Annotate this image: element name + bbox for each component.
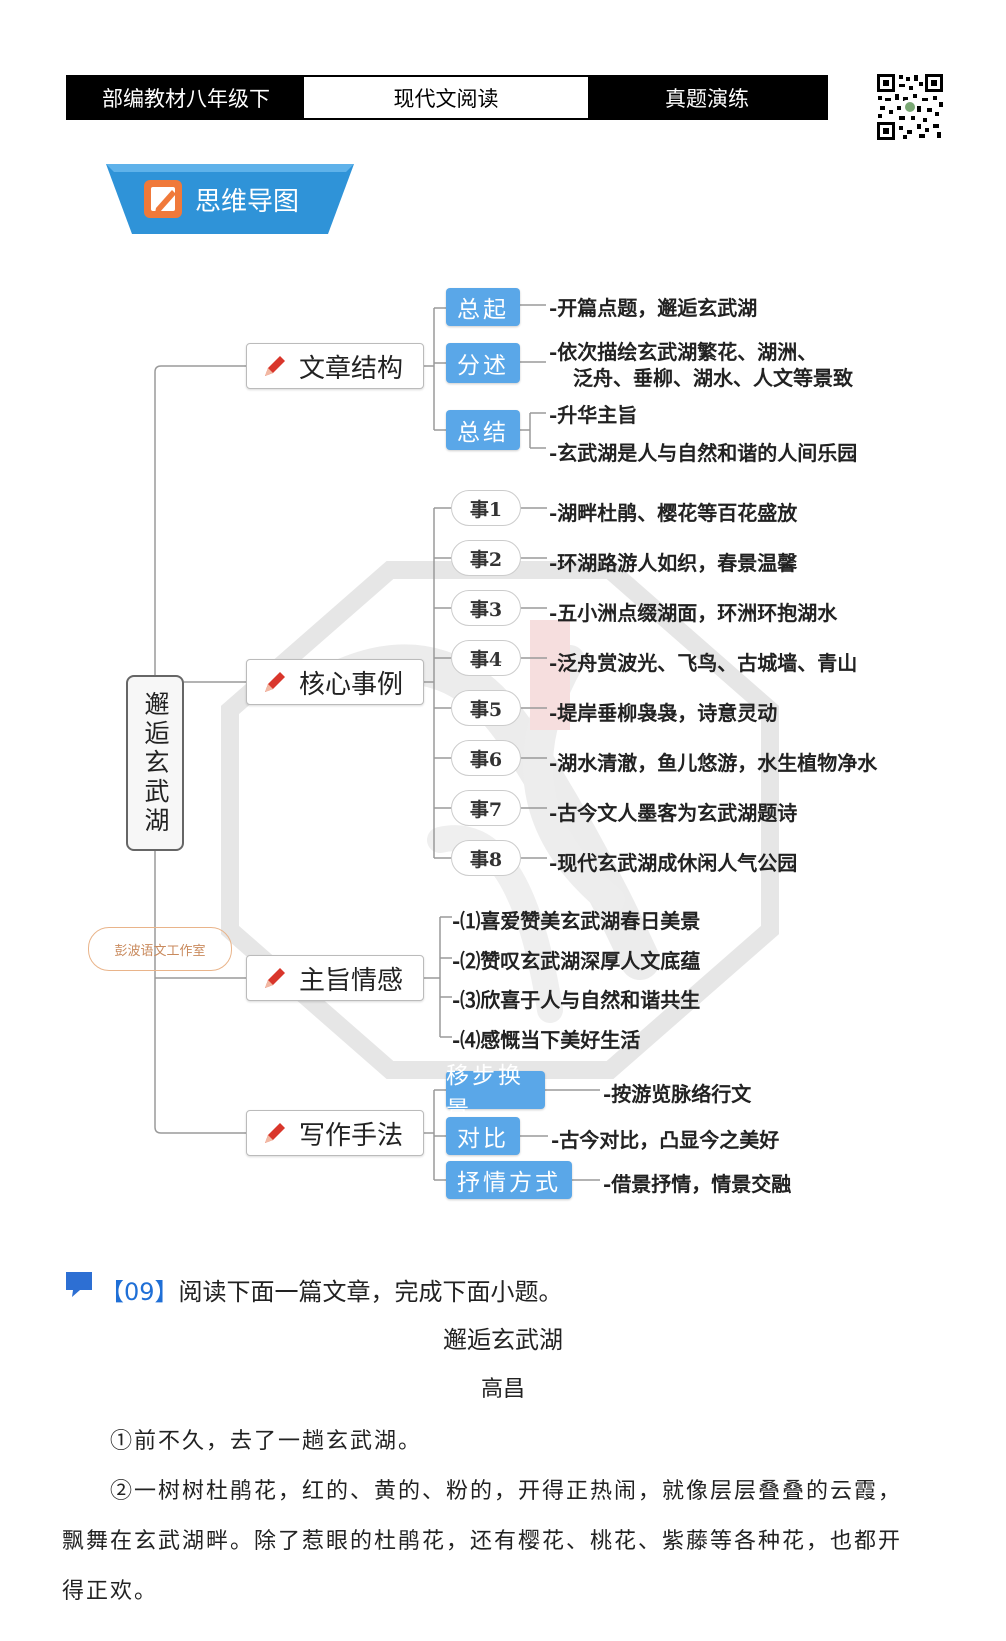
event-text: -湖畔杜鹃、樱花等百花盛放 (549, 501, 798, 525)
header-grade: 部编教材八年级下 (68, 77, 304, 118)
event-node: 事3 (451, 590, 521, 626)
root-label: 邂逅玄武湖 (141, 690, 170, 836)
event-node: 事8 (451, 840, 521, 876)
technique-leaf: -古今对比，凸显今之美好 (551, 1128, 780, 1152)
structure-leaf: -玄武湖是人与自然和谐的人间乐园 (549, 441, 858, 465)
event-text: -古今文人墨客为玄武湖题诗 (549, 801, 798, 825)
studio-stamp: 彭波语文工作室 (88, 927, 232, 971)
pencil-icon (265, 356, 285, 376)
tag-scene-shift: 移步换景 (446, 1063, 545, 1123)
event-text: -现代玄武湖成休闲人气公园 (549, 851, 798, 875)
mindmap-banner (106, 164, 354, 234)
event-node: 事7 (451, 790, 521, 826)
category-label: 核心事例 (299, 669, 404, 700)
event-text: -堤岸垂柳袅袅，诗意灵动 (549, 701, 778, 725)
paragraph-2-line-2: 飘舞在玄武湖畔。除了惹眼的杜鹃花，还有樱花、桃花、紫藤等各种花，也都开 (62, 1529, 903, 1554)
category-label: 写作手法 (299, 1120, 404, 1151)
structure-leaf: -升华主旨 (549, 403, 638, 427)
event-node: 事6 (451, 740, 521, 776)
question-line: 【09】阅读下面一篇文章，完成下面小题。 (100, 1272, 563, 1307)
header-section: 现代文阅读 (304, 77, 588, 118)
paragraph-2-line-3: 得正欢。 (62, 1579, 159, 1604)
pencil-icon (265, 1123, 285, 1143)
tag-detail: 分述 (446, 343, 520, 383)
category-events: 核心事例 (246, 659, 424, 705)
header-bar: 部编教材八年级下 现代文阅读 真题演练 (66, 75, 828, 120)
structure-leaf: -开篇点题，邂逅玄武湖 (549, 296, 758, 320)
event-node: 事4 (451, 640, 521, 676)
theme-item: -⑴喜爱赞美玄武湖春日美景 (452, 909, 701, 933)
category-structure: 文章结构 (246, 343, 424, 389)
category-label: 主旨情感 (299, 965, 404, 996)
event-node: 事1 (451, 490, 521, 526)
pencil-icon (265, 968, 285, 988)
theme-item: -⑷感慨当下美好生活 (452, 1028, 641, 1052)
header-practice: 真题演练 (588, 77, 826, 118)
category-theme: 主旨情感 (246, 955, 424, 1001)
structure-leaf: 泛舟、垂柳、湖水、人文等景致 (573, 366, 853, 390)
technique-leaf: -按游览脉络行文 (603, 1082, 752, 1106)
event-node: 事2 (451, 540, 521, 576)
question-instruction: 阅读下面一篇文章，完成下面小题。 (178, 1278, 563, 1306)
event-text: -五小洲点缀湖面，环洲环抱湖水 (549, 601, 838, 625)
mindmap-root: 邂逅玄武湖 (126, 675, 184, 851)
event-text: -环湖路游人如织，春景温馨 (549, 551, 798, 575)
banner-title: 思维导图 (195, 187, 300, 217)
event-text: -湖水清澈，鱼儿悠游，水生植物净水 (549, 751, 878, 775)
category-label: 文章结构 (299, 353, 404, 384)
category-technique: 写作手法 (246, 1110, 424, 1156)
qr-code-icon (875, 72, 945, 142)
technique-leaf: -借景抒情，情景交融 (603, 1172, 792, 1196)
question-icon (66, 1272, 92, 1297)
tag-lyrical: 抒情方式 (446, 1161, 572, 1199)
theme-item: -⑶欣喜于人与自然和谐共生 (452, 988, 701, 1012)
article-title: 邂逅玄武湖 (443, 1326, 563, 1354)
theme-item: -⑵赞叹玄武湖深厚人文底蕴 (452, 949, 701, 973)
paragraph-1: ①前不久，去了一趟玄武湖。 (110, 1429, 423, 1454)
paragraph-2-line-1: ②一树树杜鹃花，红的、黄的、粉的，开得正热闹，就像层层叠叠的云霞， (110, 1479, 903, 1504)
event-node: 事5 (451, 690, 521, 726)
event-text: -泛舟赏波光、飞鸟、古城墙、青山 (549, 651, 858, 675)
structure-leaf: -依次描绘玄武湖繁花、湖洲、 (549, 340, 818, 364)
pencil-icon (265, 672, 285, 692)
article-author: 高昌 (480, 1377, 525, 1402)
tag-contrast: 对比 (446, 1117, 520, 1155)
tag-opening: 总起 (446, 288, 520, 326)
question-number: 【09】 (100, 1278, 179, 1306)
tag-summary: 总结 (446, 410, 520, 450)
